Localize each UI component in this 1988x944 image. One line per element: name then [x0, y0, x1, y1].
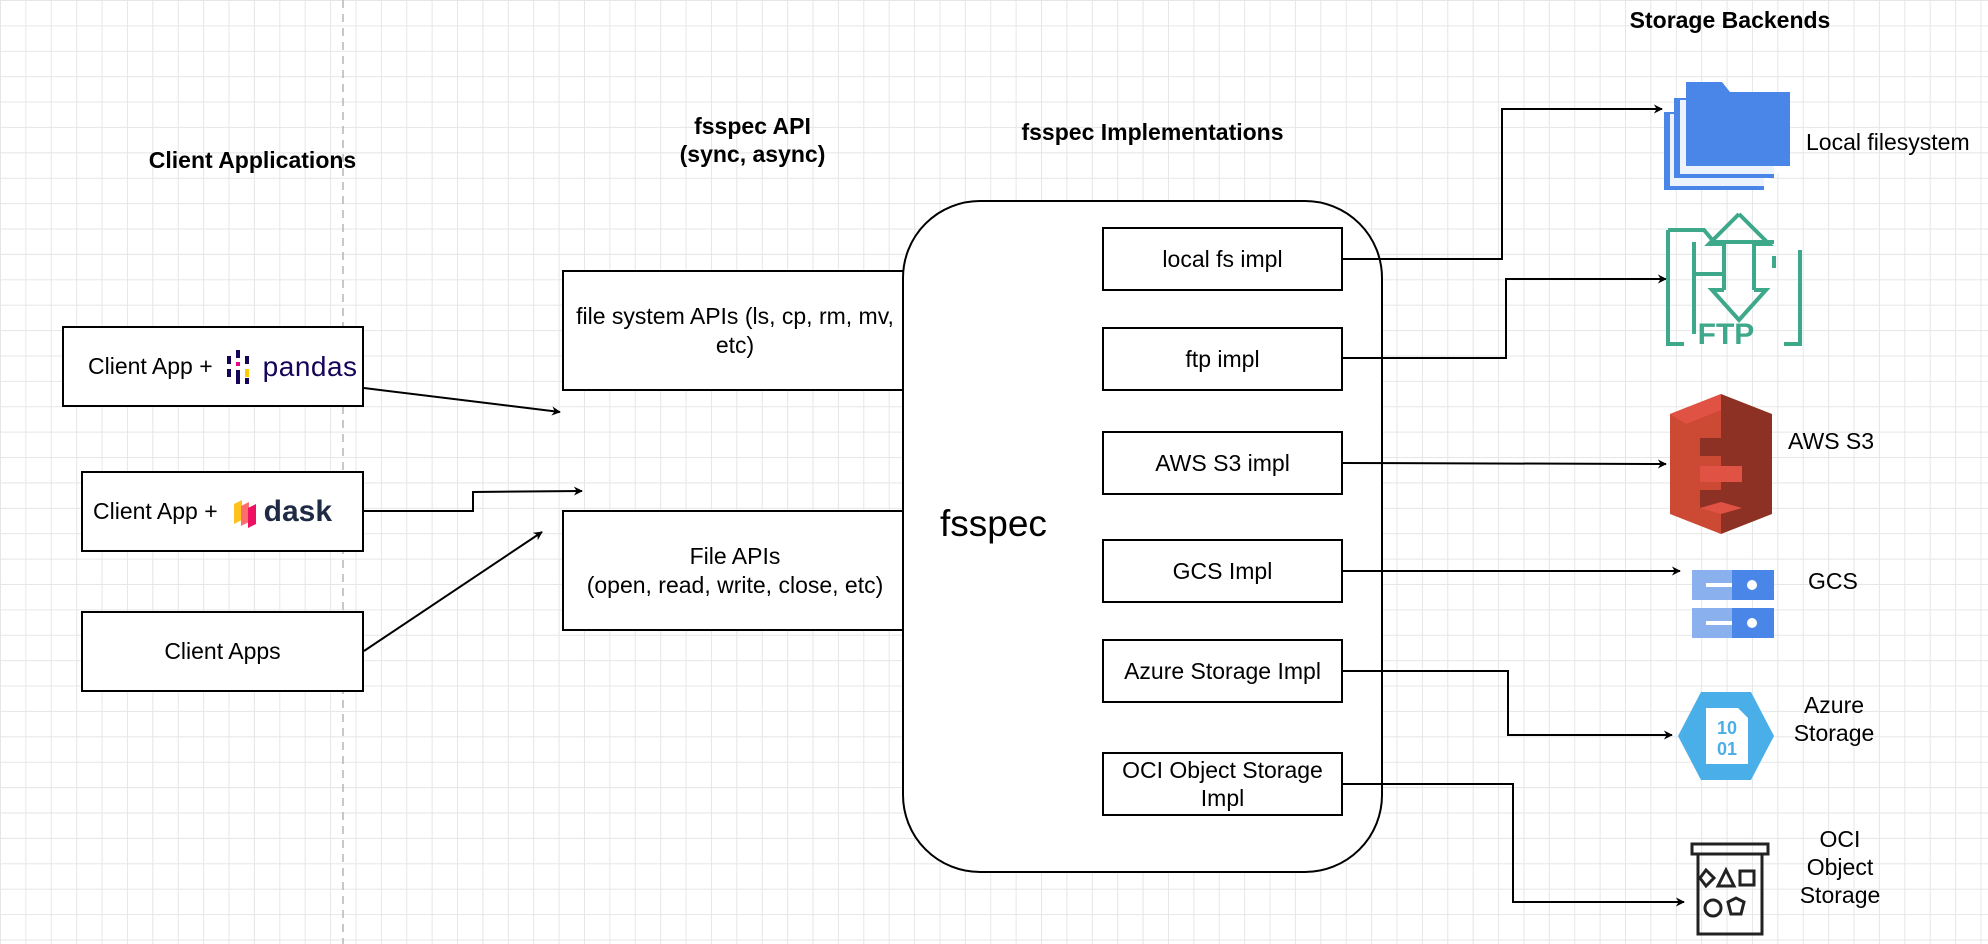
edge-local-to-folder	[1343, 104, 1663, 260]
fsspec-implementations-heading: fsspec Implementations	[1021, 119, 1284, 145]
backend-label-aws-s3: AWS S3	[1788, 428, 1875, 454]
fsspec-core-label: fsspec	[940, 503, 1047, 544]
edge-azure-to-azure	[1343, 670, 1673, 740]
oci-object-storage-icon	[1690, 842, 1770, 936]
backend-label-oci-object-storage: OCI Object Storage	[1799, 826, 1881, 908]
dask-logo-text: dask	[263, 495, 333, 528]
backend-label-azure-storage: Azure Storage	[1793, 692, 1875, 746]
aws-s3-bucket-icon	[1670, 394, 1772, 534]
client-app-dask-label: Client App +	[93, 498, 218, 524]
azure-storage-icon: 10 01	[1678, 692, 1774, 780]
pandas-logo-text: pandas	[262, 351, 358, 382]
client-app-dask: Client App + dask	[81, 471, 364, 552]
pandas-logo-icon	[226, 349, 249, 384]
edge-s3-to-s3	[1342, 459, 1667, 469]
client-applications-heading: Client Applications	[148, 147, 357, 173]
gcs-storage-icon	[1692, 570, 1774, 638]
storage-backends-heading: Storage Backends	[1629, 7, 1831, 33]
dask-logo-icon	[233, 499, 256, 528]
fsspec-api-heading: fsspec API (sync, async)	[679, 113, 826, 167]
backend-label-gcs: GCS	[1808, 568, 1858, 594]
client-app-pandas: Client App + pandas	[62, 326, 364, 407]
backend-label-local-filesystem: Local filesystem	[1806, 129, 1970, 155]
impl-aws-s3: AWS S3 impl	[1102, 431, 1343, 495]
impl-gcs: GCS Impl	[1102, 539, 1343, 603]
edge-clients-to-api	[363, 531, 543, 652]
client-apps-generic: Client Apps	[81, 611, 364, 692]
ftp-icon: FTP	[1666, 212, 1802, 350]
azure-icon-text-top: 10	[1717, 718, 1737, 738]
impl-azure-storage: Azure Storage Impl	[1102, 639, 1343, 703]
file-apis-box: File APIs (open, read, write, close, etc…	[562, 510, 908, 631]
edge-ftp-to-ftp	[1343, 274, 1667, 359]
client-app-pandas-label: Client App +	[88, 353, 213, 379]
impl-local-fs: local fs impl	[1102, 227, 1343, 291]
azure-icon-text-bottom: 01	[1717, 739, 1737, 759]
local-filesystem-folder-icon	[1664, 82, 1790, 190]
edge-dask-to-api	[364, 486, 583, 512]
edge-pandas-to-api	[363, 387, 561, 416]
edge-oci-to-oci	[1343, 783, 1685, 907]
impl-ftp: ftp impl	[1102, 327, 1343, 391]
impl-oci-object-storage: OCI Object Storage Impl	[1102, 752, 1343, 816]
ftp-icon-text: FTP	[1698, 318, 1755, 350]
file-system-apis-box: file system APIs (ls, cp, rm, mv, etc)	[562, 270, 908, 391]
